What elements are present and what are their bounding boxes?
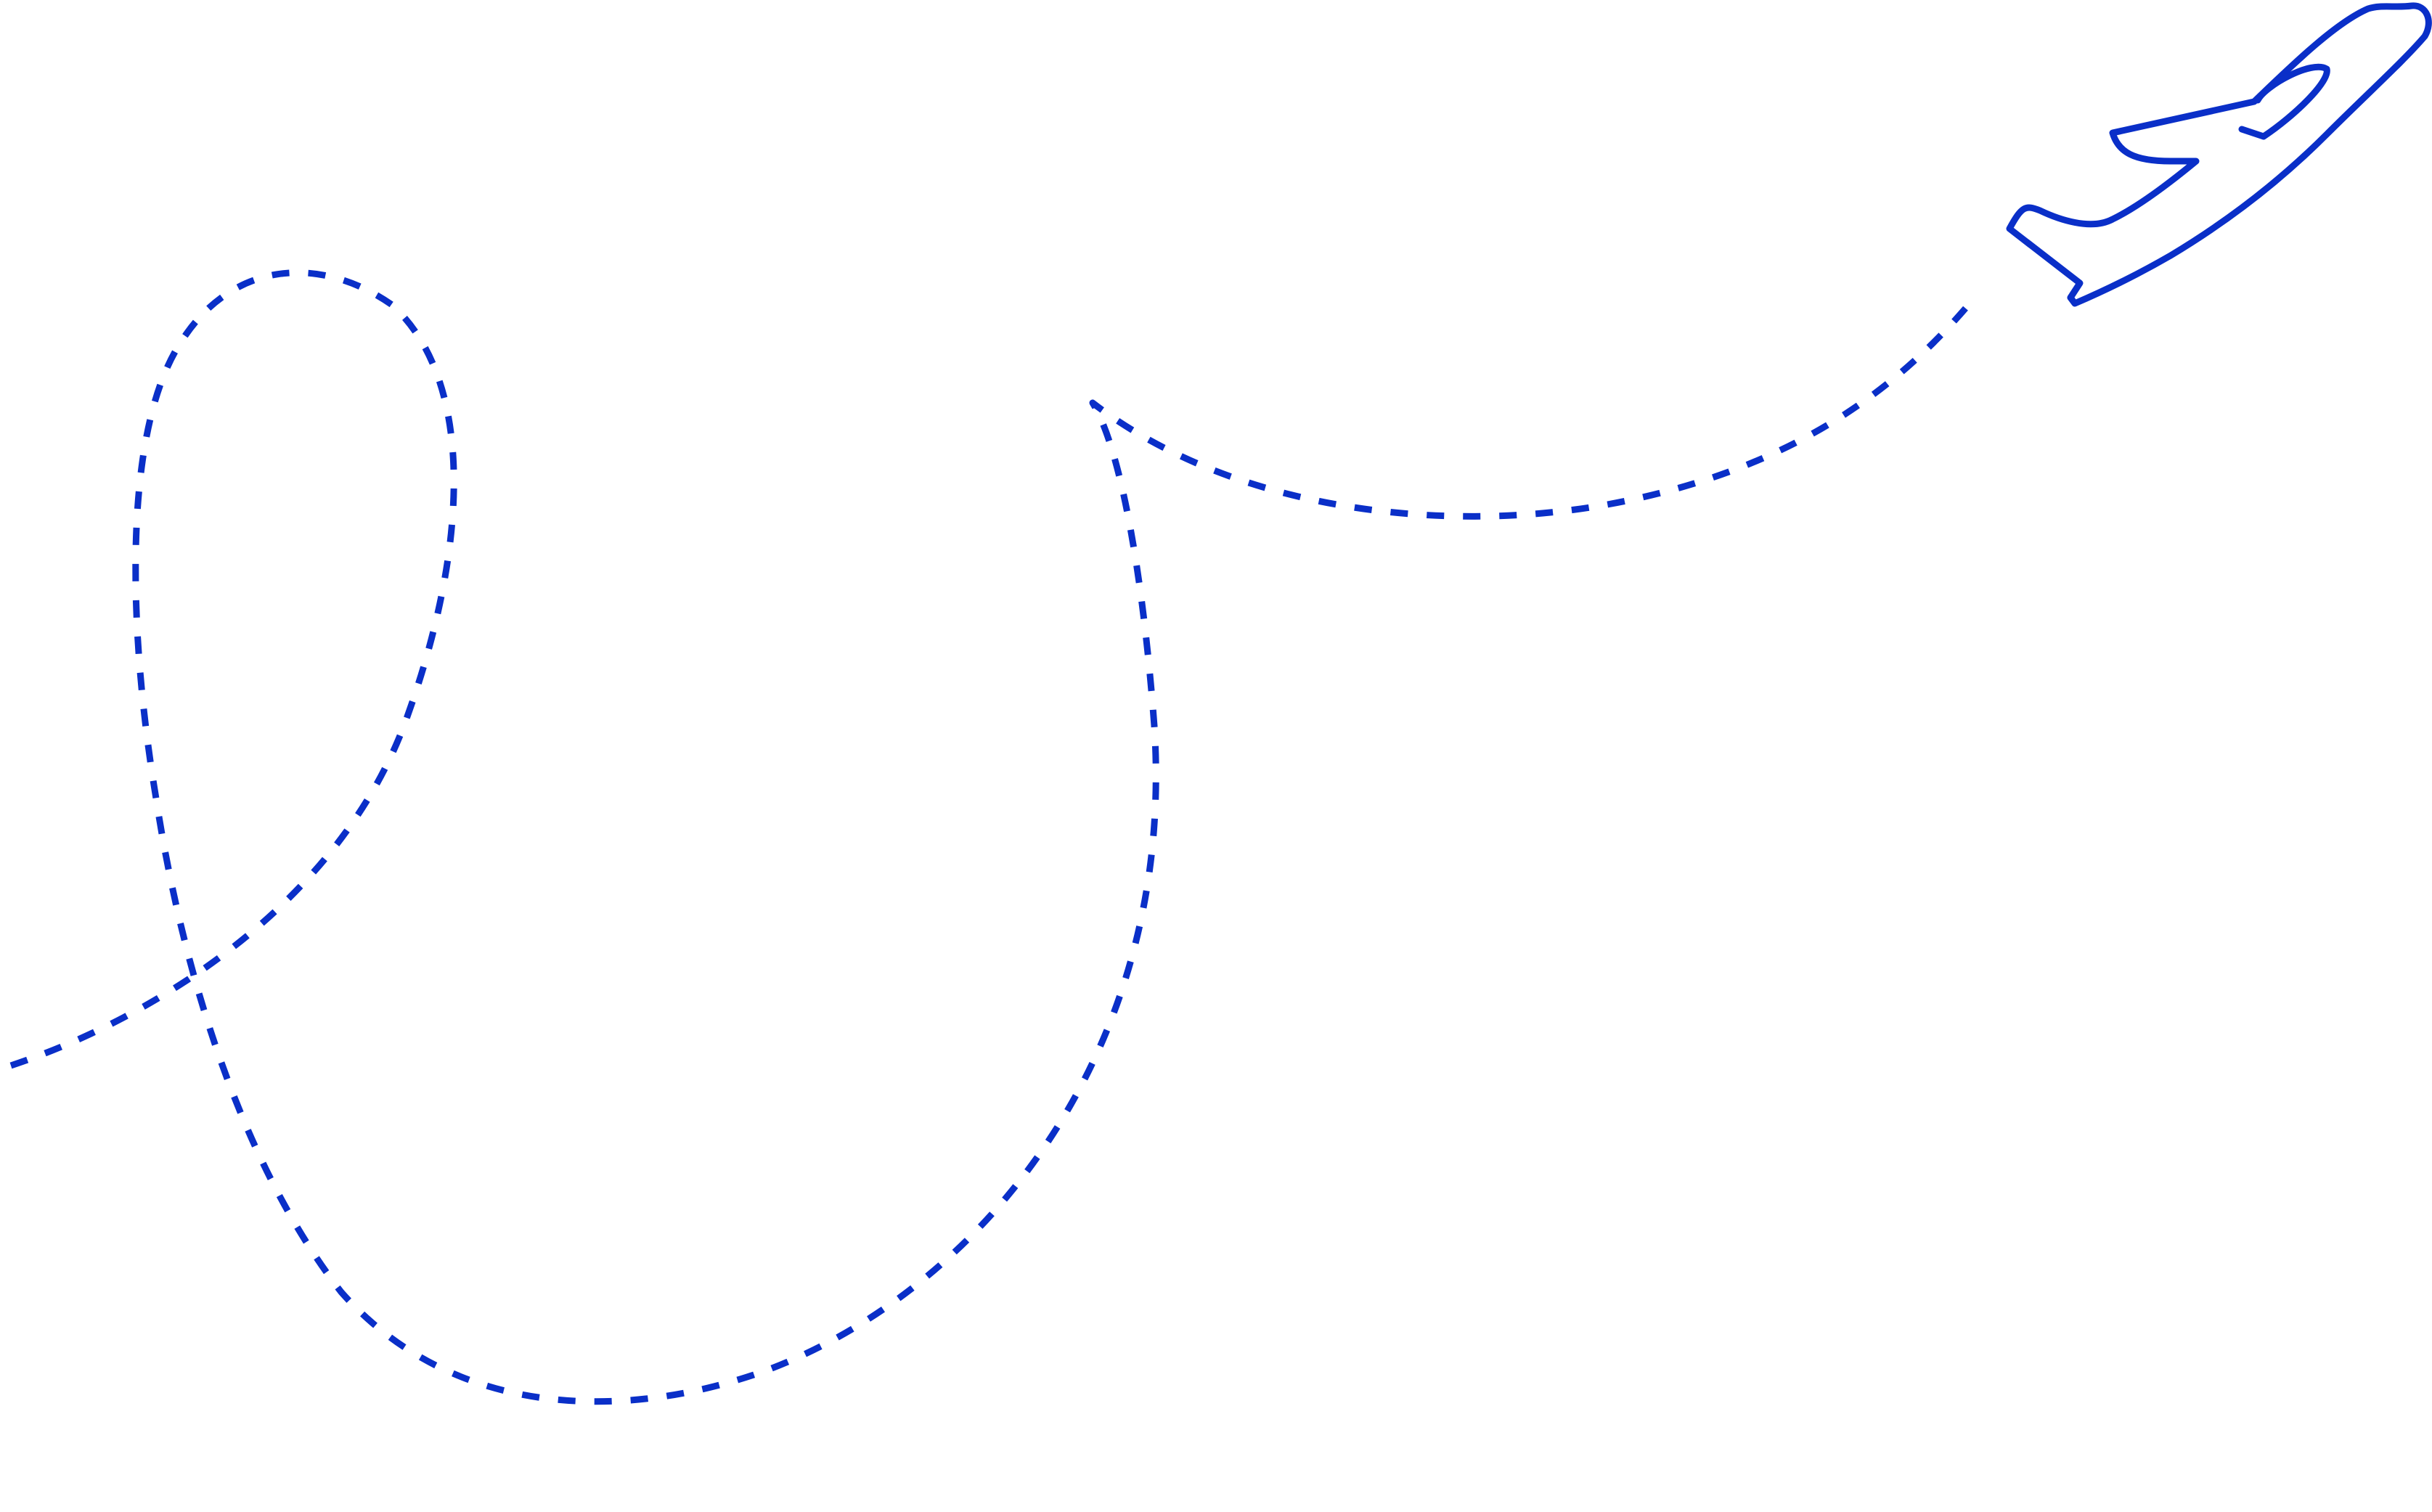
airplane-icon	[2006, 2, 2432, 307]
airplane-body	[2006, 2, 2432, 307]
airplane-window-strip	[2238, 63, 2330, 140]
dotted-flight-path-icon	[9, 269, 1978, 1405]
